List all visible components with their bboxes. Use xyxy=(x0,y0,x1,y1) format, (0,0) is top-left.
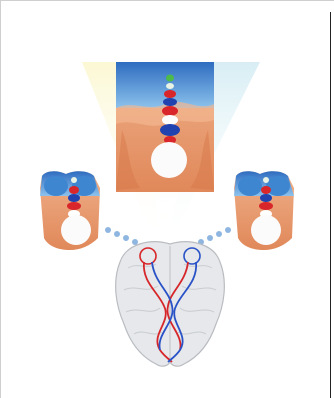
right-panel xyxy=(234,171,294,250)
brain-icon xyxy=(116,242,225,366)
left-panel xyxy=(40,171,100,250)
top-center-panel xyxy=(116,62,214,192)
right-border-line xyxy=(330,12,331,398)
